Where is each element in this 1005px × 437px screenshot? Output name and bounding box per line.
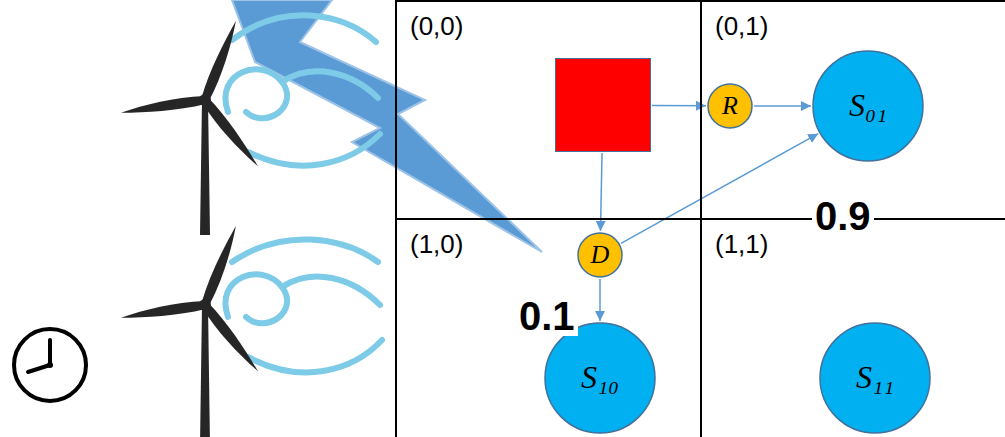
node-label: D <box>591 241 610 270</box>
circle-shape <box>813 51 923 161</box>
transition-arrow <box>599 279 601 321</box>
clock-face <box>14 329 86 401</box>
node-label: S₁₁ <box>856 360 894 395</box>
state-circle: S₀₁ <box>812 50 924 162</box>
wind-swirl <box>225 69 287 118</box>
node-label: S₁₀ <box>581 360 619 395</box>
wind-swirl <box>232 15 376 42</box>
state-circle: S₁₁ <box>819 322 931 434</box>
circle-shape <box>578 233 622 277</box>
turbine-hub <box>199 94 211 106</box>
transition-arrow <box>652 105 706 107</box>
action-node: R <box>707 83 753 129</box>
turbine-blade <box>200 302 263 374</box>
clock-hand <box>48 340 52 365</box>
agent-square <box>555 58 651 152</box>
clock-center <box>47 362 53 368</box>
circle-shape <box>820 323 930 433</box>
turbine-blade <box>120 94 206 119</box>
state-circle: S₁₀ <box>544 322 656 434</box>
clock-hand <box>28 365 50 372</box>
wind-swirl <box>232 239 378 262</box>
wind-turbine <box>120 19 263 235</box>
probability-label: 0.1 <box>516 296 578 336</box>
circle-shape <box>708 84 752 128</box>
grid-cell: (1,1) S₁₁ <box>700 218 1005 437</box>
wind-swirl <box>282 277 380 305</box>
grid-cell: (0,1) R S₀₁ <box>700 0 1005 220</box>
turbine-tower <box>200 305 210 437</box>
clock-icon <box>14 329 86 401</box>
turbine-blade <box>120 299 206 324</box>
circle-shape <box>545 323 655 433</box>
wind-turbine <box>120 224 263 437</box>
cell-coordinate: (0,1) <box>715 12 1005 41</box>
lightning-bolt <box>232 0 542 252</box>
turbine-blade <box>200 97 263 169</box>
wind-swirl <box>225 15 382 372</box>
turbine-tower <box>200 100 210 235</box>
wind-swirl <box>248 134 380 166</box>
cell-coordinate: (1,1) <box>715 230 1005 259</box>
wind-swirl <box>225 274 287 323</box>
probability-label: 0.9 <box>812 196 874 236</box>
cell-coordinate: (0,0) <box>410 12 700 41</box>
wind-swirl <box>248 340 382 372</box>
action-node: D <box>577 232 623 278</box>
transition-arrow <box>754 105 811 107</box>
grid-cell: (0,0) <box>395 0 702 220</box>
turbine-hub <box>199 299 211 311</box>
node-label: S₀₁ <box>849 88 887 123</box>
turbine-blade <box>201 19 240 103</box>
wind-swirl <box>282 71 378 98</box>
grid-cell: (1,0)D S₁₀ <box>395 218 702 437</box>
turbine-blade <box>201 224 240 308</box>
cell-coordinate: (1,0) <box>410 230 700 259</box>
node-label: R <box>722 92 738 121</box>
